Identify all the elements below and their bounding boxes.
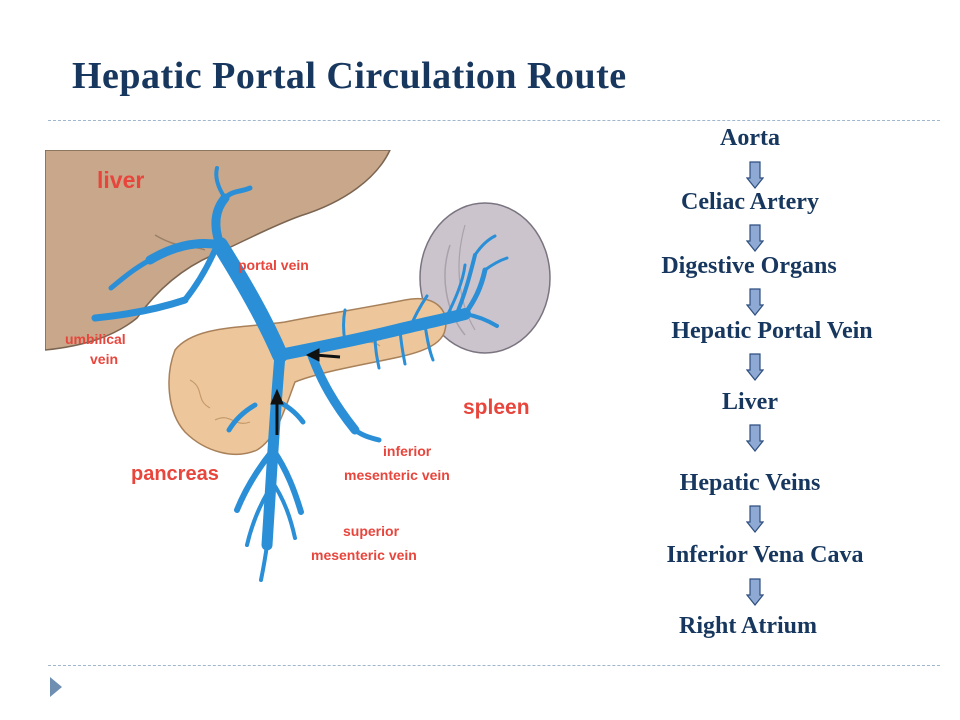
portal-circulation-illustration: liver portal vein umbilical vein spleen … [45, 150, 560, 590]
top-divider [48, 120, 940, 121]
route-step-inferior-vena-cava: Inferior Vena Cava [666, 542, 864, 568]
pancreas-label: pancreas [131, 463, 219, 485]
portal-vein-label: portal vein [238, 257, 309, 273]
superior-mesenteric-label-line1: superior [343, 523, 400, 539]
superior-mesenteric-label-line2: mesenteric vein [311, 547, 417, 563]
down-arrow-icon [745, 353, 765, 381]
down-arrow-icon [745, 424, 765, 452]
route-step-celiac-artery: Celiac Artery [681, 189, 819, 215]
route-step-liver: Liver [722, 389, 778, 415]
route-step-right-atrium: Right Atrium [679, 613, 817, 639]
bullet-triangle-icon [50, 677, 62, 697]
route-step-aorta: Aorta [720, 125, 780, 151]
inferior-mesenteric-label-line1: inferior [383, 443, 432, 459]
inferior-mesenteric-label-line2: mesenteric vein [344, 467, 450, 483]
umbilical-vein-label-line1: umbilical [65, 331, 126, 347]
route-step-hepatic-portal-vein: Hepatic Portal Vein [671, 318, 873, 344]
slide-title: Hepatic Portal Circulation Route [72, 55, 627, 97]
route-step-hepatic-veins: Hepatic Veins [679, 470, 821, 496]
umbilical-vein-label-line2: vein [90, 351, 118, 367]
liver-label: liver [97, 167, 144, 193]
down-arrow-icon [745, 578, 765, 606]
down-arrow-icon [745, 505, 765, 533]
down-arrow-icon [745, 288, 765, 316]
spleen-label: spleen [463, 396, 530, 419]
route-step-digestive-organs: Digestive Organs [661, 253, 837, 279]
bottom-divider [48, 665, 940, 666]
down-arrow-icon [745, 224, 765, 252]
down-arrow-icon [745, 161, 765, 189]
